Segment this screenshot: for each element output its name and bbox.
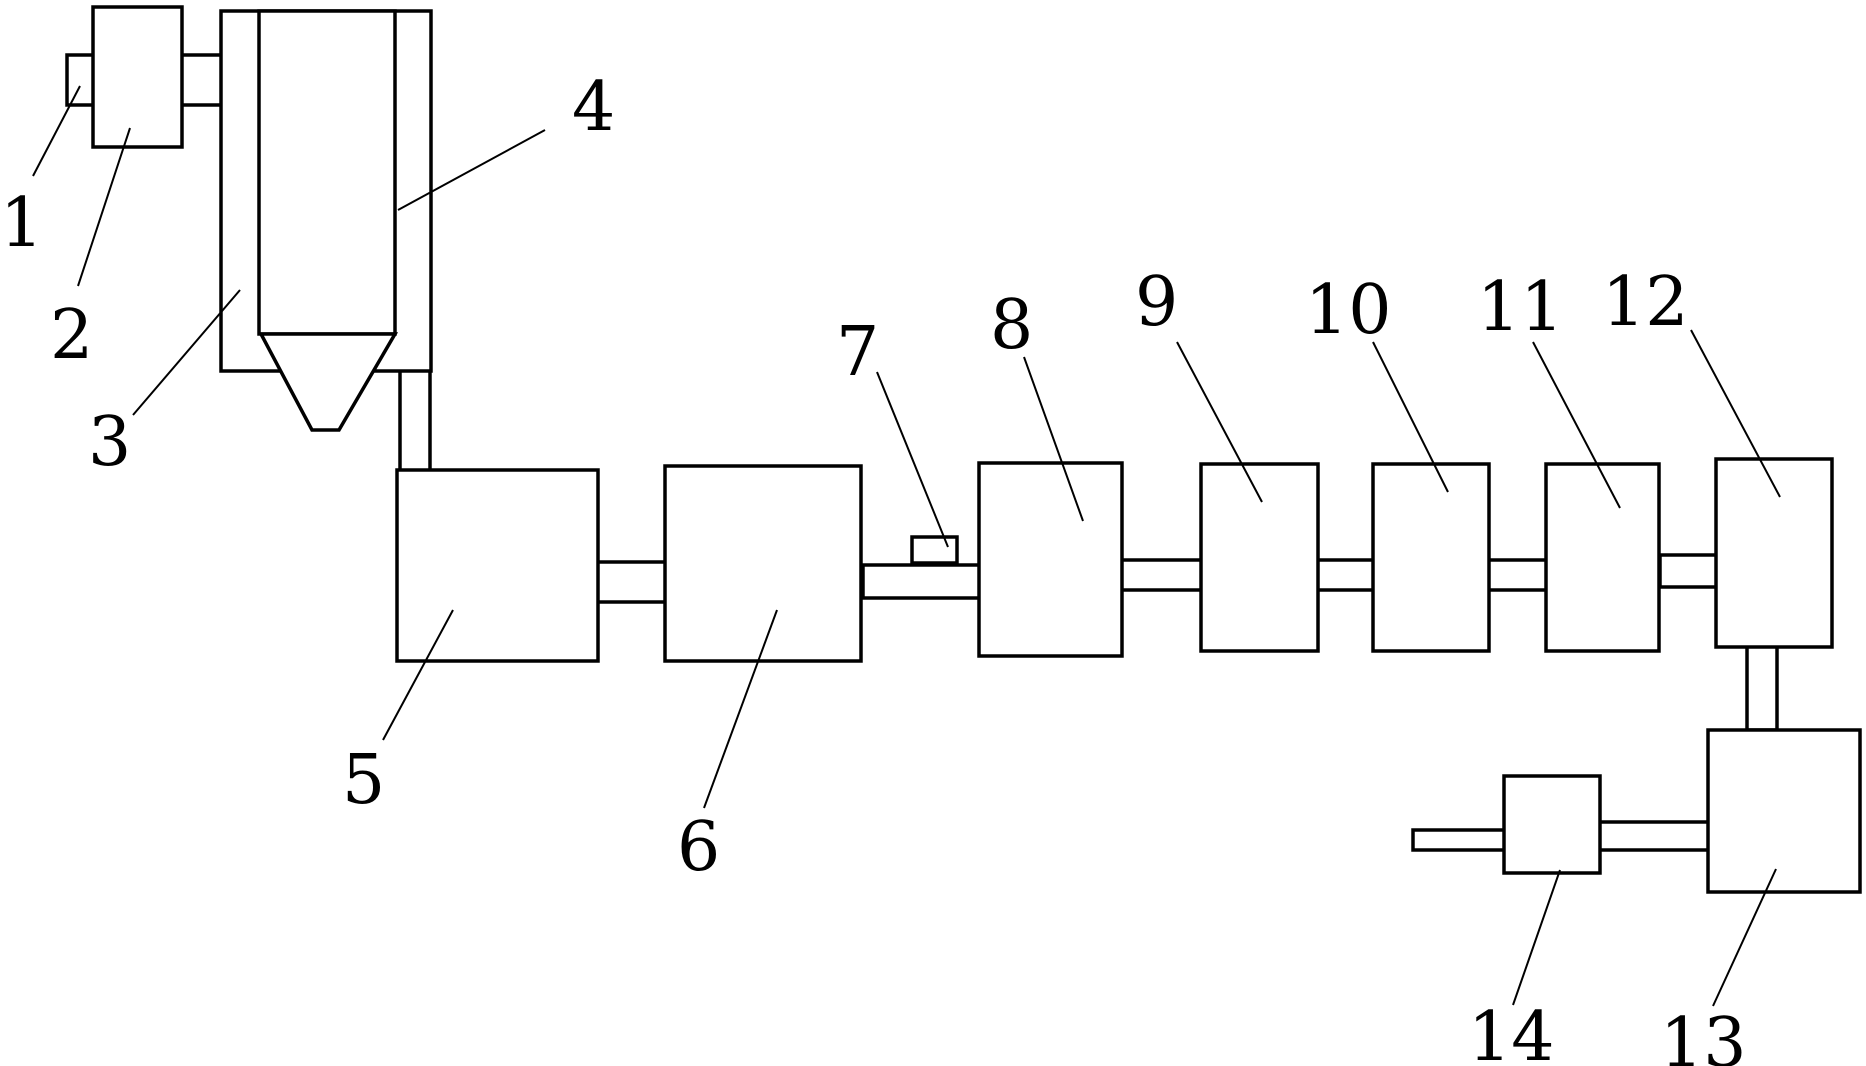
leader-line-6 (703, 609, 778, 809)
label-10: 10 (1305, 271, 1392, 350)
leader-line-3 (132, 289, 241, 416)
pipe-10-to-11 (1486, 558, 1551, 592)
label-6: 6 (677, 808, 720, 887)
pipe-9-to-10 (1315, 558, 1377, 592)
label-2: 2 (50, 296, 93, 375)
pipe-12-to-13 (1745, 643, 1779, 732)
label-4: 4 (572, 68, 615, 147)
component-4-inner-tank (257, 9, 397, 336)
component-11-box (1544, 462, 1661, 653)
component-13-box (1706, 728, 1862, 894)
label-12: 12 (1602, 263, 1689, 342)
component-4-cone (258, 332, 399, 432)
label-3: 3 (88, 403, 131, 482)
label-1: 1 (0, 184, 43, 263)
leader-line-7 (876, 371, 949, 548)
component-7-sensor (910, 535, 959, 565)
component-2-box (91, 5, 184, 149)
leader-line-13 (1712, 868, 1777, 1007)
number-labels: 1 2 3 4 5 6 7 8 9 10 11 12 13 14 (0, 68, 1747, 1066)
component-14-box (1502, 774, 1602, 875)
label-14: 14 (1468, 998, 1555, 1066)
leader-line-9 (1176, 341, 1263, 503)
pipe-14-outlet (1411, 828, 1507, 852)
label-11: 11 (1477, 268, 1564, 347)
pipe-2-to-3 (178, 53, 224, 107)
pipe-3-to-5 (398, 368, 432, 473)
leader-line-10 (1372, 341, 1449, 493)
component-9-box (1199, 462, 1320, 653)
leader-line-1 (32, 85, 81, 177)
pipe-8-to-9 (1119, 558, 1205, 592)
label-8: 8 (990, 286, 1033, 365)
label-5: 5 (342, 741, 385, 820)
pipe-11-to-12 (1658, 553, 1721, 589)
label-9: 9 (1135, 263, 1178, 342)
pipe-14-to-13 (1596, 820, 1713, 852)
label-13: 13 (1660, 1004, 1747, 1066)
leader-line-4 (397, 129, 546, 211)
pipe-1-stub (65, 53, 97, 107)
leader-line-12 (1690, 329, 1781, 498)
leader-line-8 (1023, 356, 1084, 522)
leader-lines (32, 85, 1781, 1007)
component-10-box (1371, 462, 1491, 653)
pipe-6-to-8 (861, 563, 983, 600)
label-7: 7 (836, 313, 879, 392)
pipe-5-to-6 (595, 560, 669, 604)
leader-line-5 (382, 609, 454, 741)
component-5-box (395, 468, 600, 663)
leader-line-11 (1532, 341, 1621, 509)
component-8-box (977, 461, 1124, 658)
component-12-box (1714, 457, 1834, 649)
leader-line-14 (1512, 869, 1561, 1006)
leader-line-2 (77, 127, 131, 287)
component-6-box (663, 464, 863, 663)
